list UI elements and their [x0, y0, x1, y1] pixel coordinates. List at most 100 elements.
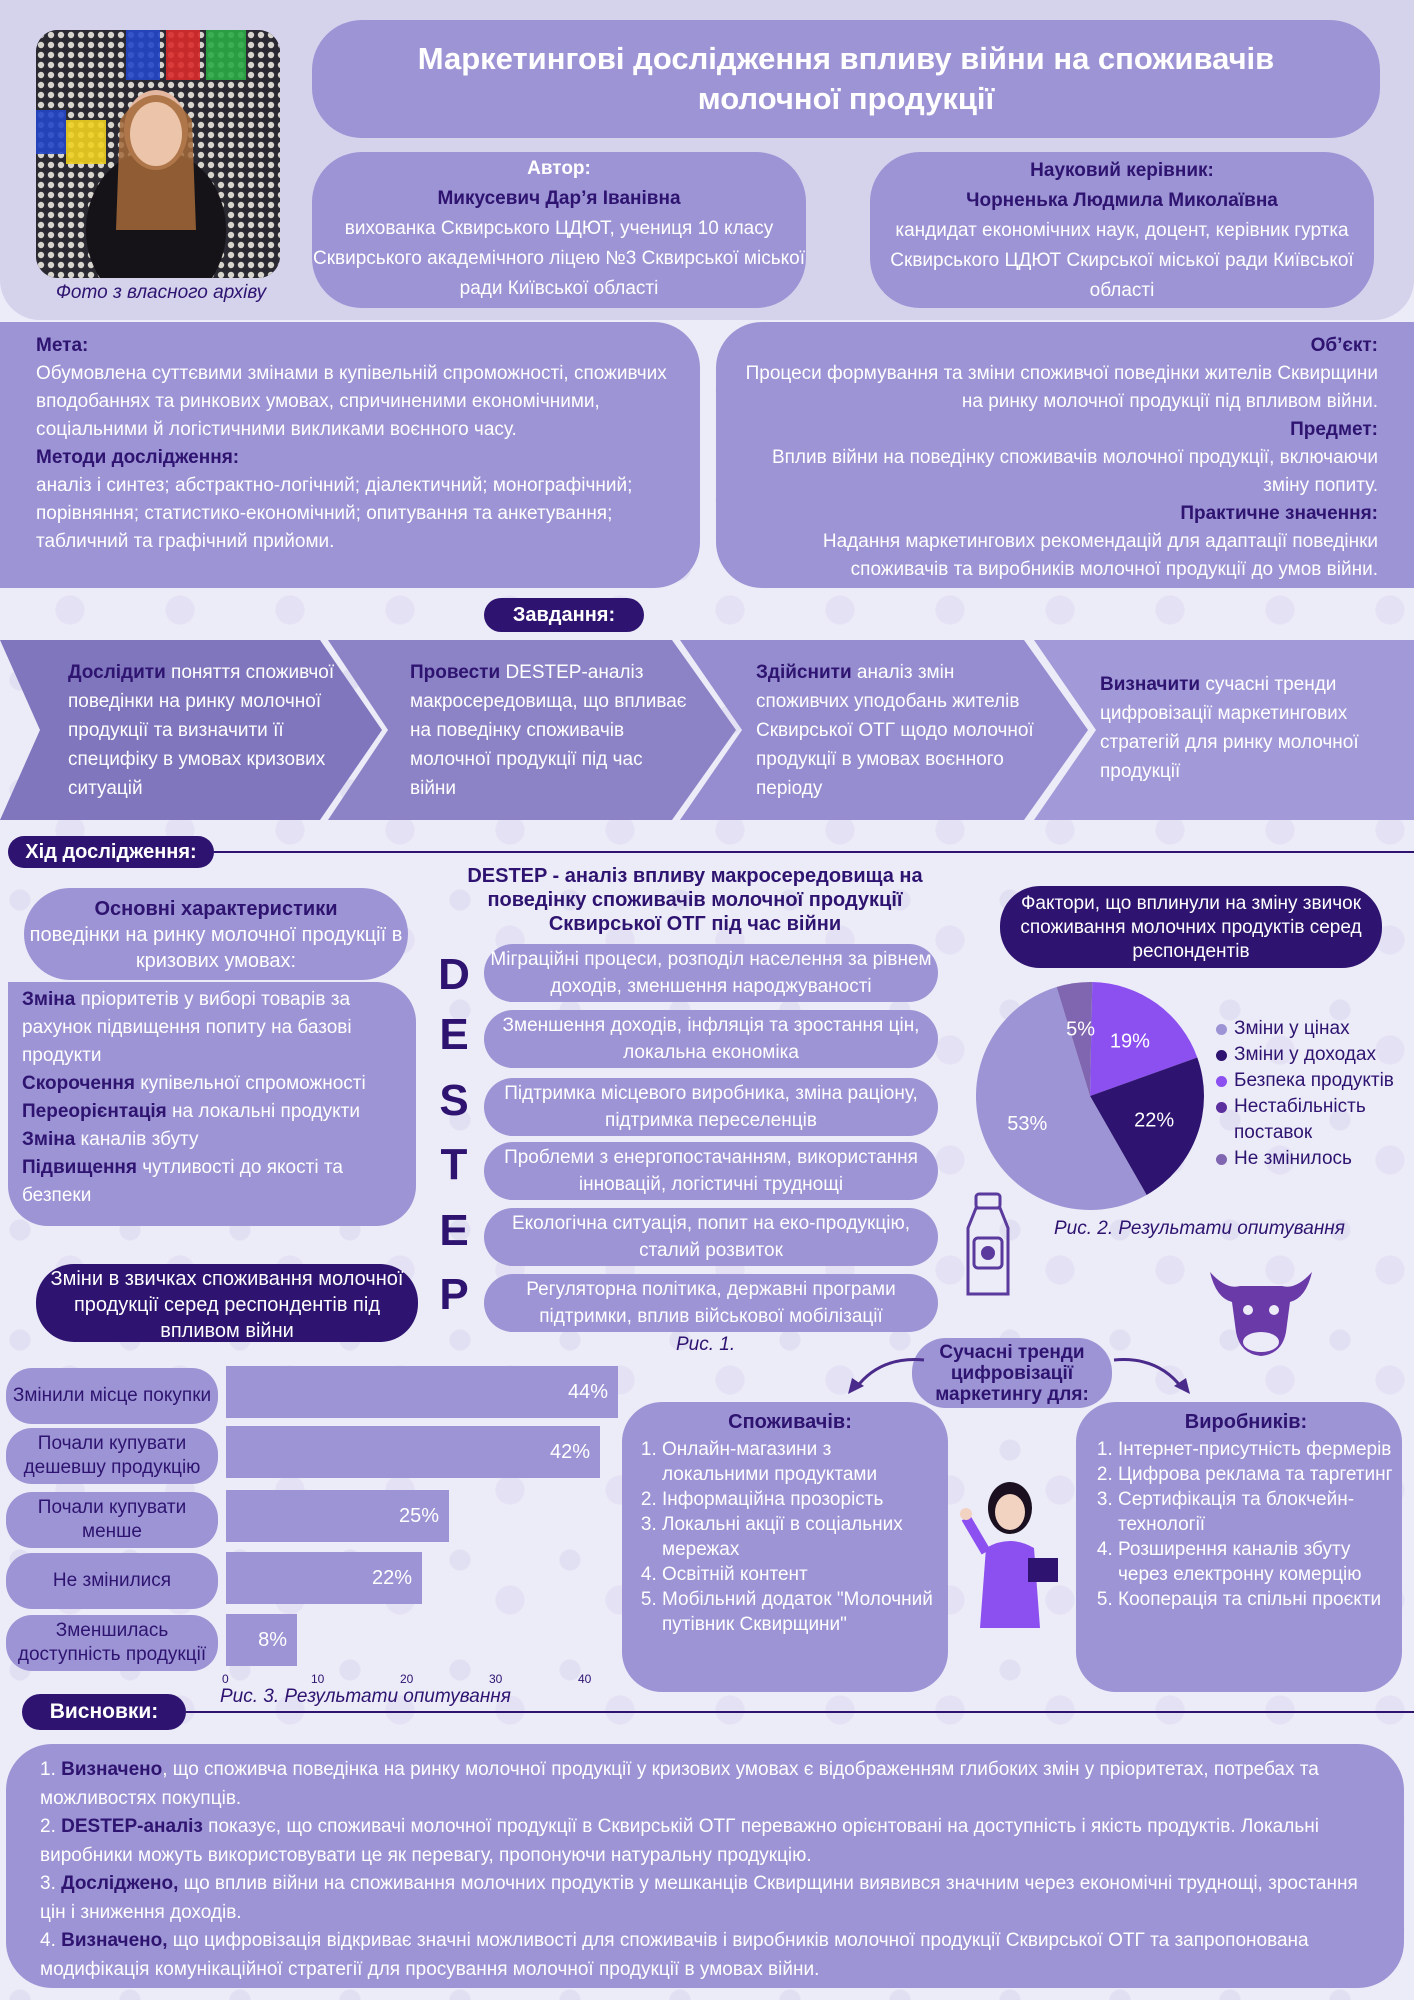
x-tick-label: 10 [311, 1672, 325, 1686]
bar: 44% [226, 1366, 618, 1418]
destep-item-technological: Проблеми з енергопостачанням, використан… [484, 1142, 938, 1200]
destep-letter: D [438, 950, 470, 999]
conclusions-divider [186, 1711, 1414, 1713]
destep-letter: E [439, 1010, 469, 1059]
supervisor-name: Чорненька Людмила Миколаївна [966, 190, 1278, 211]
pie-slice-label: 53% [1007, 1113, 1047, 1135]
subject-text: Вплив війни на поведінку споживачів моло… [771, 447, 1378, 496]
supervisor-card: Науковий керівник: Чорненька Людмила Мик… [870, 152, 1374, 308]
bar-category-label: Змінили місце покупки [6, 1368, 218, 1424]
pie-slice [976, 987, 1147, 1210]
task-2: Провести DESTEP-аналіз макросередовища, … [410, 662, 687, 799]
supervisor-description: кандидат економічних наук, доцент, керів… [890, 220, 1354, 301]
pie-slice-label: 19% [1110, 1030, 1150, 1052]
x-tick-label: 0 [222, 1672, 229, 1686]
conclusions-label: Висновки: [22, 1694, 186, 1730]
pie-legend: Зміни у цінах Зміни у доходах Безпека пр… [1216, 1016, 1396, 1172]
conclusion-item: 4. Визначено, що цифровізація відкриває … [40, 1930, 1309, 1980]
course-label: Хід дослідження: [8, 836, 214, 868]
characteristics-heading: Основні характеристики поведінки на ринк… [24, 888, 408, 980]
figure-2-caption: Рис. 2. Результати опитування [1054, 1218, 1345, 1239]
list-item: Освітній контент [662, 1562, 938, 1587]
legend-item: Безпека продуктів [1216, 1068, 1396, 1094]
methods-text: аналіз і синтез; абстрактно-логічний; ді… [36, 475, 633, 552]
photo-illustration [36, 30, 280, 278]
supervisor-label: Науковий керівник: [1030, 160, 1214, 181]
list-item: Онлайн-магазини з локальними продуктами [662, 1437, 938, 1487]
task-3: Здійснити аналіз змін споживчих уподобан… [756, 662, 1034, 799]
habits-heading: Зміни в звичках споживання молочної прод… [36, 1264, 418, 1342]
characteristic-item: Підвищення чутливості до якості та безпе… [22, 1157, 343, 1206]
bar-category-label: Почали купувати менше [6, 1492, 218, 1548]
tasks-label: Завдання: [484, 598, 644, 632]
list-item: Інтернет-присутність фермерів [1118, 1437, 1394, 1462]
bar-value-label: 44% [567, 1381, 608, 1403]
object-panel: Об’єкт: Процеси формування та зміни спож… [716, 322, 1414, 588]
task-chevron-1 [0, 640, 382, 820]
list-item: Розширення каналів збуту через електронн… [1118, 1537, 1394, 1587]
characteristics-heading-text: поведінки на ринку молочної продукції в … [29, 924, 403, 972]
bar: 22% [226, 1552, 422, 1604]
legend-item: Не змінилось [1216, 1146, 1396, 1172]
pie-slice [1090, 982, 1198, 1096]
task-chevron-2 [328, 640, 736, 820]
course-divider [214, 851, 1414, 853]
list-item: Локальні акції в соціальних мережах [662, 1512, 938, 1562]
x-tick-label: 30 [489, 1672, 503, 1686]
destep-title: DESTEP - аналіз впливу макросередовища н… [467, 865, 923, 935]
bar: 42% [226, 1426, 600, 1478]
bar: 25% [226, 1490, 449, 1542]
arrow-left-icon [848, 1358, 925, 1394]
characteristic-item: Переорієнтація на локальні продукти [22, 1101, 360, 1122]
legend-item: Зміни у доходах [1216, 1042, 1396, 1068]
author-card: Автор: Микусевич Дар’я Іванівна вихованк… [312, 152, 806, 308]
practical-label: Практичне значення: [1180, 503, 1378, 524]
object-text: Процеси формування та зміни споживчої по… [745, 363, 1378, 412]
bar: 8% [226, 1614, 297, 1666]
legend-item: Зміни у цінах [1216, 1016, 1396, 1042]
goal-panel: Мета: Обумовлена суттєвими змінами в куп… [0, 322, 700, 588]
characteristic-item: Зміна пріоритетів у виборі товарів за ра… [22, 989, 352, 1066]
conclusion-item: 2. DESTEP-аналіз показує, що споживачі м… [40, 1816, 1319, 1866]
destep-item-economic: Зменшення доходів, інфляція та зростання… [484, 1010, 938, 1068]
characteristics-list: Зміна пріоритетів у виборі товарів за ра… [8, 982, 416, 1226]
list-item: Мобільний додаток "Молочний путівник Скв… [662, 1587, 938, 1637]
characteristics-heading-bold: Основні характеристики [94, 898, 338, 920]
pie-slice [1090, 1057, 1204, 1195]
conclusions-panel: 1. Визначено, що споживча поведінка на р… [6, 1744, 1404, 1988]
task-4: Визначити сучасні тренди цифровізації ма… [1100, 674, 1359, 782]
tasks-chevrons [0, 640, 1414, 820]
pie-slice [1056, 982, 1093, 1096]
destep-item-ecological: Екологічна ситуація, попит на еко-продук… [484, 1208, 938, 1266]
destep-item-demographic: Міграційні процеси, розподіл населення з… [484, 944, 938, 1002]
author-name: Микусевич Дар’я Іванівна [437, 188, 681, 209]
photo-caption: Фото з власного архіву [55, 282, 267, 303]
author-description: вихованка Сквирського ЦДЮТ, учениця 10 к… [313, 218, 805, 299]
conclusion-item: 1. Визначено, що споживча поведінка на р… [40, 1759, 1319, 1809]
poster-title: Маркетингові дослідження впливу війни на… [312, 20, 1380, 138]
cow-icon [1210, 1272, 1312, 1356]
factors-heading: Фактори, що вплинули на зміну звичок спо… [1000, 886, 1382, 968]
trends-heading: Сучасні тренди цифровізації маркетингу д… [912, 1338, 1112, 1408]
destep-item-political: Регуляторна політика, державні програми … [484, 1274, 938, 1332]
bar-value-label: 8% [258, 1629, 287, 1651]
pie-slice-label: 22% [1134, 1110, 1174, 1132]
destep-letter: P [439, 1270, 469, 1319]
practical-text: Надання маркетингових рекомендацій для а… [822, 531, 1378, 580]
list-item: Цифрова реклама та таргетинг [1118, 1462, 1394, 1487]
destep-item-social: Підтримка місцевого виробника, зміна рац… [484, 1078, 938, 1136]
conclusion-item: 3. Досліджено, що вплив війни на спожива… [40, 1873, 1358, 1923]
task-1: Дослідити поняття споживчої поведінки на… [68, 662, 335, 799]
x-tick-label: 20 [400, 1672, 414, 1686]
bar-category-label: Не змінилися [6, 1553, 218, 1609]
bar-value-label: 22% [371, 1567, 412, 1589]
consumers-label: Споживачів: [728, 1411, 852, 1433]
characteristic-item: Скорочення купівельної спроможності [22, 1073, 366, 1094]
characteristic-item: Зміна каналів збуту [22, 1129, 199, 1150]
pie-slice-label: 5% [1066, 1018, 1095, 1040]
task-chevron-3 [680, 640, 1088, 820]
legend-item: Нестабільність поставок [1216, 1094, 1396, 1146]
task-chevron-4 [1034, 640, 1414, 820]
producers-label: Виробників: [1184, 1411, 1308, 1433]
list-item: Сертифікація та блокчейн-технології [1118, 1487, 1394, 1537]
